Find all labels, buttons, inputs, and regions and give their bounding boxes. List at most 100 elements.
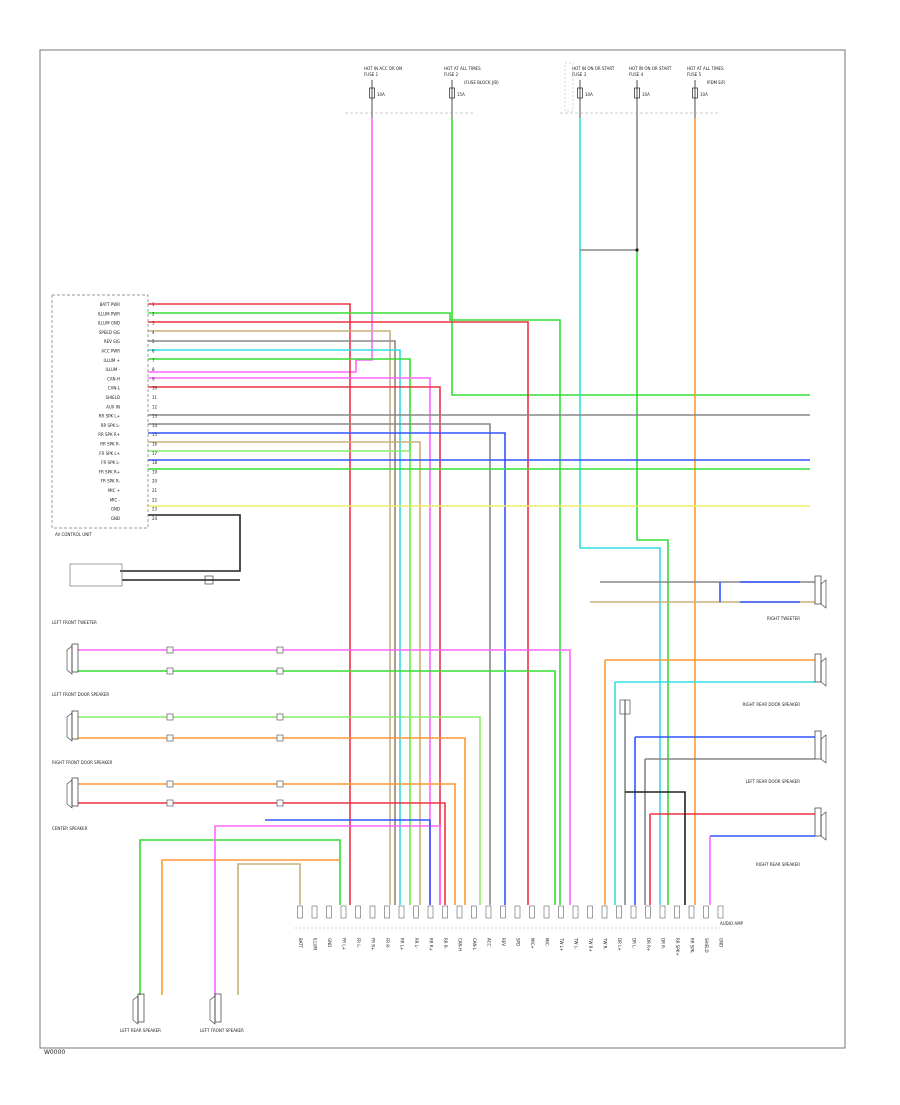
fuse-head-text: HOT AT ALL TIMES xyxy=(687,66,724,71)
fuse-head-text: HOT AT ALL TIMES xyxy=(444,66,481,71)
unit-pin-number: 22 xyxy=(152,497,158,502)
fuse-body xyxy=(577,87,583,99)
component-label: RIGHT TWEETER xyxy=(767,616,800,621)
feed-wire-green-2 xyxy=(636,250,669,905)
unit-pin-number: 12 xyxy=(152,404,158,409)
connector-pin-label: TW R- xyxy=(603,937,608,950)
ground-relay xyxy=(619,699,631,715)
fuse-rating-text: 10A xyxy=(377,92,385,97)
connector-pin xyxy=(659,905,666,919)
unit-pin-number: 1 xyxy=(152,302,155,307)
fuse-rating-text: 10A xyxy=(642,92,650,97)
connector-pin xyxy=(442,905,448,919)
speaker-icon xyxy=(820,811,827,841)
unit-pin-label: RR SPK L+ xyxy=(99,414,120,419)
speaker-icon xyxy=(66,779,73,809)
fuse-body xyxy=(634,87,640,99)
connector-pin xyxy=(485,905,492,919)
unit-pin-number: 4 xyxy=(152,330,155,335)
connector-pin-label: RR R- xyxy=(443,938,448,949)
unit-pin-label: FR SPK R- xyxy=(101,479,121,484)
connector-pin-label: MIC- xyxy=(545,938,550,947)
speaker-connector-body xyxy=(71,777,79,807)
inline-connector xyxy=(166,734,174,742)
connector-pin-label: RR SPK- xyxy=(690,938,695,954)
connector-pin xyxy=(703,905,709,919)
connector-pin-label: BATT xyxy=(298,938,303,949)
fuse-body xyxy=(369,87,375,99)
connector-pin xyxy=(601,905,608,919)
unit-pin-number: 9 xyxy=(152,376,155,381)
speaker-connector-body xyxy=(214,993,222,1023)
connector-pin xyxy=(456,905,463,919)
connector-pin xyxy=(558,905,564,919)
fuse-ref-text: FUSE 1 xyxy=(364,72,379,77)
unit-wire-7 xyxy=(148,358,411,905)
unit-pin-label: GND xyxy=(111,507,120,512)
unit-wire-4 xyxy=(148,330,391,905)
connector-pin xyxy=(398,905,405,919)
component-label: LEFT FRONT DOOR SPEAKER xyxy=(52,692,109,697)
speaker-connector-body xyxy=(71,643,79,673)
component-label: RIGHT FRONT DOOR SPEAKER xyxy=(52,760,113,765)
connector-pin xyxy=(297,905,303,919)
component-label: CENTER SPEAKER xyxy=(52,826,88,831)
speaker-connector-body xyxy=(814,575,822,605)
unit-pin-number: 13 xyxy=(152,414,158,419)
connector-pin-label: ACC xyxy=(487,938,492,946)
unit-pin-label: GND xyxy=(111,516,120,521)
speaker-connector-body xyxy=(71,710,79,740)
wires-layer xyxy=(78,118,815,995)
lr-spk-wire-orange xyxy=(161,859,340,995)
left-front-door-connector xyxy=(66,710,79,742)
speaker-icon xyxy=(132,995,139,1025)
tweeter-wire-green xyxy=(78,670,556,905)
connector-pin-label: FR R+ xyxy=(371,938,376,950)
unit-pin-number: 3 xyxy=(152,321,155,326)
connector-pin xyxy=(616,905,622,919)
inline-connector xyxy=(166,780,174,788)
inline-connector xyxy=(166,667,174,675)
unit-pin-label: ILLUM - xyxy=(105,367,120,372)
unit-pin-label: REV SIG xyxy=(104,339,120,344)
unit-pin-number: 19 xyxy=(152,469,158,474)
unit-pin-number: 15 xyxy=(152,432,158,437)
unit-pin-label: FR SPK L- xyxy=(101,460,120,465)
unit-wire-18 xyxy=(120,514,241,572)
connector-pin xyxy=(340,905,347,919)
speaker-connector-body xyxy=(814,807,822,837)
unit-pin-label: SPEED SIG xyxy=(99,330,120,335)
connector-pin-label: DR L- xyxy=(632,938,637,949)
door-wire-green xyxy=(78,716,481,905)
unit-wire-9 xyxy=(148,386,441,905)
connector-pin-label: GND xyxy=(327,938,332,947)
fuse-block-outline xyxy=(564,62,574,112)
fuse-rating-text: 10A xyxy=(585,92,593,97)
component-label: RIGHT REAR SPEAKER xyxy=(756,862,800,867)
fuse-body xyxy=(449,87,455,99)
ground-branch-black xyxy=(625,791,686,905)
connector-pin-label: SHIELD xyxy=(704,938,709,953)
component-label: LEFT REAR SPEAKER xyxy=(120,1028,161,1033)
fuse-ref-text: FUSE 5 xyxy=(687,72,702,77)
unit-pin-number: 21 xyxy=(152,488,158,493)
unit-pin-number: 16 xyxy=(152,442,158,447)
unit-pin-label: RR SPK L- xyxy=(101,423,121,428)
unit-pin-number: 2 xyxy=(152,311,155,316)
speaker-icon xyxy=(66,645,73,675)
unit-pin-label: RR SPK R- xyxy=(100,442,120,447)
inline-connector xyxy=(276,667,284,675)
connector-pin-label: CAN-L xyxy=(472,938,477,951)
connector-pin xyxy=(369,905,376,919)
left-rear-door-connector xyxy=(814,730,827,764)
connector-pin-label: RR L+ xyxy=(400,938,405,950)
feed-wire-green xyxy=(451,118,810,396)
lf-spk-wire-tan xyxy=(237,863,301,995)
splice-dot xyxy=(635,248,639,252)
unit-pin-number: 20 xyxy=(152,479,158,484)
tweeter-wire-pink xyxy=(78,649,571,905)
component-label: RIGHT REAR DOOR SPEAKER xyxy=(743,702,801,707)
